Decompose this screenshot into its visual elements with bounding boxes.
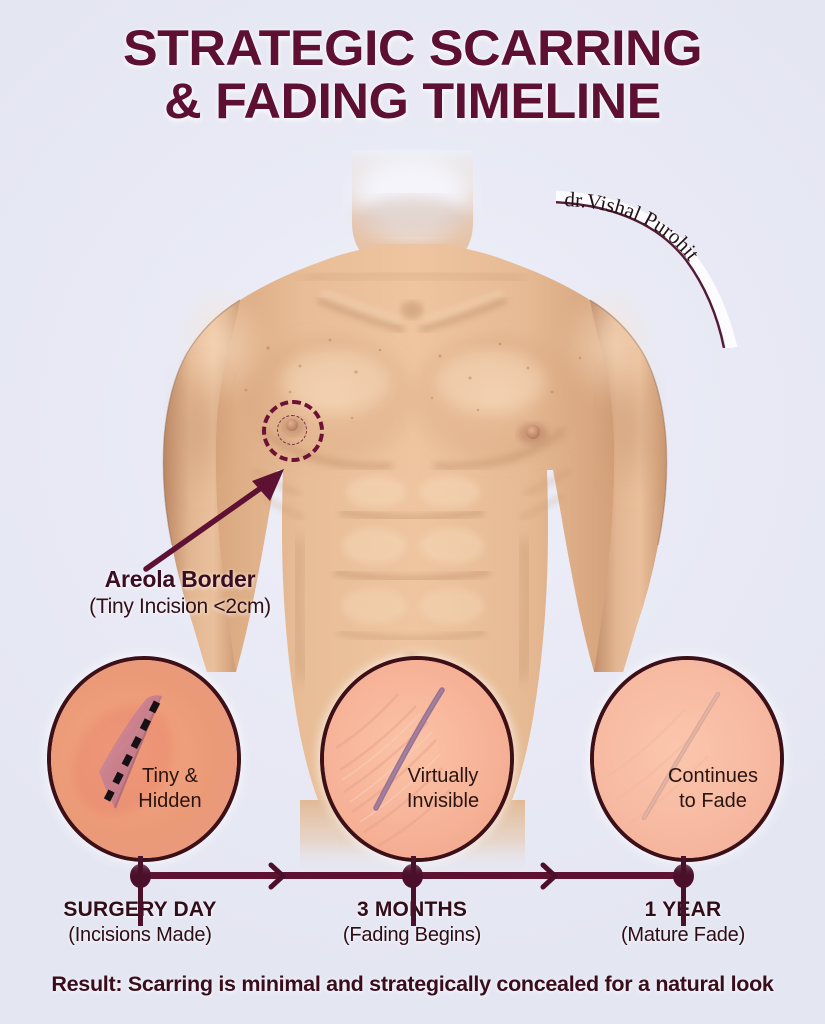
areola-callout-detail: (Tiny Incision <2cm) <box>89 595 271 618</box>
stage-stem-1 <box>137 856 143 926</box>
stage-stem-2 <box>410 856 416 926</box>
title-line-1: STRATEGIC SCARRING <box>122 20 703 76</box>
result-footer-text: Result: Scarring is minimal and strategi… <box>51 972 774 996</box>
scar-label-3: Continues to Fade <box>658 764 768 814</box>
stage-stem-3 <box>680 856 686 926</box>
scar-label-3-line2: to Fade <box>679 790 747 812</box>
skin-texture-3 <box>594 660 780 858</box>
timeline-label-1-sub: (Incisions Made) <box>68 924 212 946</box>
areola-pointer-arrow <box>143 469 284 572</box>
scar-closeup-circle-2[interactable]: Virtually Invisible <box>320 656 514 862</box>
areola-outer-dashed-ring <box>262 400 324 462</box>
scar-label-2: Virtually Invisible <box>388 764 498 814</box>
timeline-label-2-sub: (Fading Begins) <box>342 924 482 946</box>
timeline-label-3-sub: (Mature Fade) <box>620 924 746 946</box>
stage-node-one-year: Continues to Fade <box>590 656 784 926</box>
timeline-chevron-1 <box>268 862 286 890</box>
timeline-chevron-2 <box>540 862 558 890</box>
scar-label-1-line1: Tiny & <box>142 765 198 787</box>
areola-callout-label: Areola Border (Tiny Incision <2cm) <box>40 566 320 619</box>
scar-label-3-line1: Continues <box>667 765 759 787</box>
scar-closeup-circle-1[interactable]: Tiny & Hidden <box>47 656 241 862</box>
areola-incision-marker <box>262 400 324 462</box>
areola-inner-dashed-ring <box>277 415 307 445</box>
scar-closeup-circle-3[interactable]: Continues to Fade <box>590 656 784 862</box>
stage-node-surgery-day: Tiny & Hidden <box>47 656 241 926</box>
scar-label-2-line2: Invisible <box>406 790 480 812</box>
title-line-2: & FADING TIMELINE <box>164 73 661 129</box>
scar-label-1-line2: Hidden <box>138 790 202 812</box>
stage-node-three-months: Virtually Invisible <box>320 656 514 926</box>
scar-label-1: Tiny & Hidden <box>115 764 225 814</box>
result-footer: Result: Scarring is minimal and strategi… <box>0 972 825 997</box>
page-title: STRATEGIC SCARRING & FADING TIMELINE <box>0 22 825 128</box>
areola-callout-heading: Areola Border <box>104 566 256 592</box>
scar-label-2-line1: Virtually <box>407 765 479 787</box>
